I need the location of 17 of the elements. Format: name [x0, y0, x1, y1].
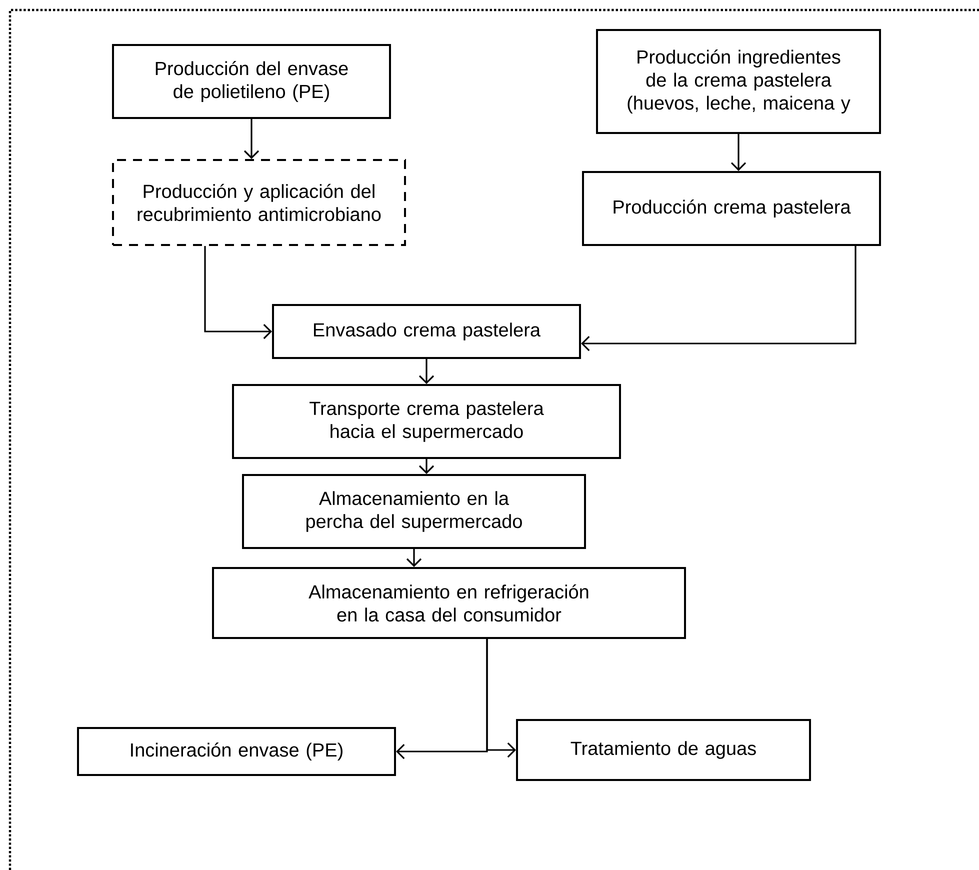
process-box: Producción ingredientes de la crema pastelera (huevos, leche, maicena y [596, 29, 881, 134]
arrow [486, 639, 516, 758]
arrow [418, 359, 434, 384]
dashed-process-box: Producción y aplicación del recubrimiento antimicrobiano [112, 159, 406, 246]
process-box: Transporte crema pastelera hacia el supermercado [232, 384, 621, 459]
process-box: Envasado crema pastelera [272, 304, 581, 359]
arrow [581, 246, 856, 352]
process-box: Producción crema pastelera [582, 171, 881, 246]
process-box: Almacenamiento en la percha del supermercado [242, 474, 586, 549]
arrow [730, 134, 746, 171]
process-box: Producción del envase de polietileno (PE) [112, 44, 391, 119]
arrow [406, 549, 422, 567]
process-box: Tratamiento de aguas [516, 719, 811, 781]
arrow [204, 246, 272, 340]
process-box: Almacenamiento en refrigeración en la casa del consumidor [212, 567, 686, 639]
process-box: Incineración envase (PE) [77, 727, 396, 776]
arrow [244, 119, 260, 159]
